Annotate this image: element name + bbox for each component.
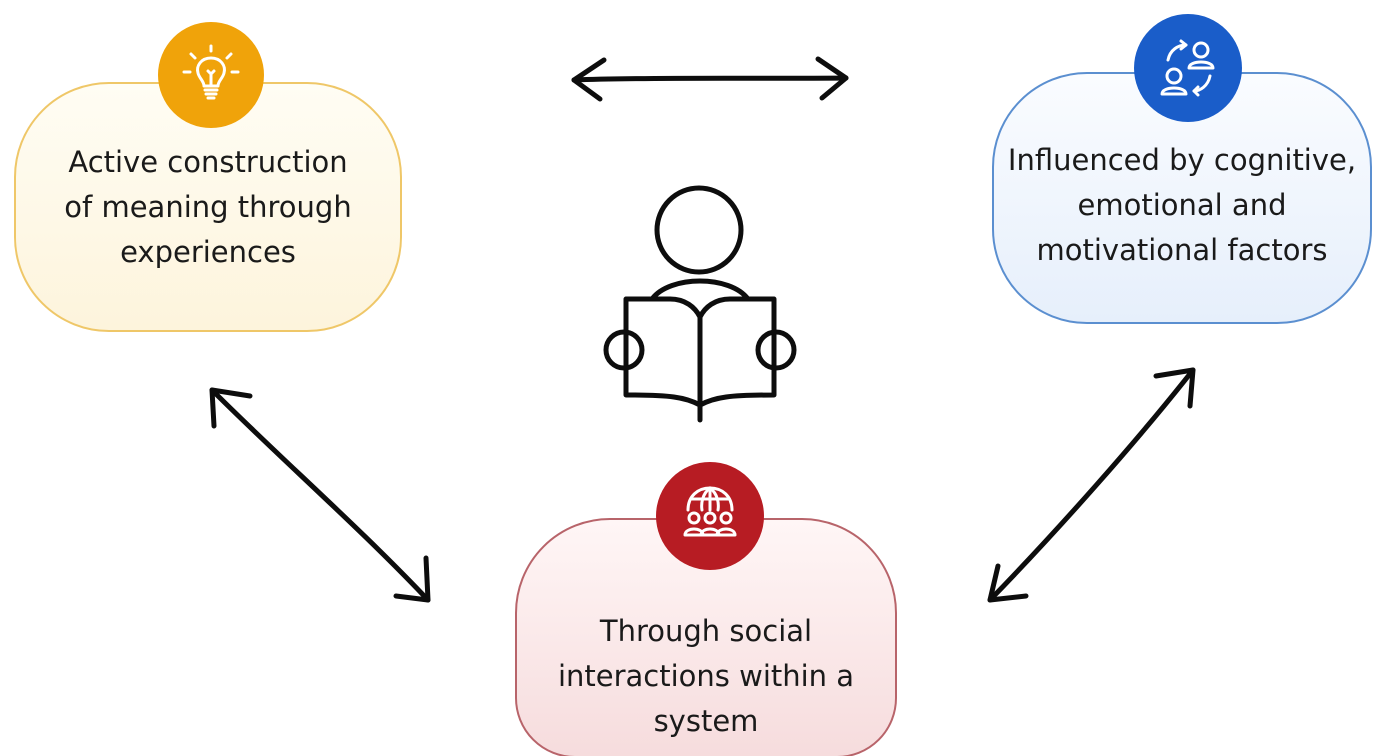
node-active-construction: Active construction of meaning through e… — [14, 82, 402, 332]
lightbulb-icon — [158, 22, 264, 128]
node-active-construction-text: Active construction of meaning through e… — [64, 144, 352, 269]
people-exchange-icon — [1134, 14, 1242, 122]
double-arrow-top — [571, 56, 849, 102]
person-reading-book-icon — [603, 185, 797, 423]
globe-people-icon — [656, 462, 764, 570]
double-arrow-left — [209, 387, 431, 603]
node-social-interactions-text: Through social interactions within a sys… — [557, 614, 855, 738]
node-influenced-factors-text: Influenced by cognitive, emotional and m… — [1007, 142, 1357, 267]
double-arrow-right — [987, 367, 1196, 603]
